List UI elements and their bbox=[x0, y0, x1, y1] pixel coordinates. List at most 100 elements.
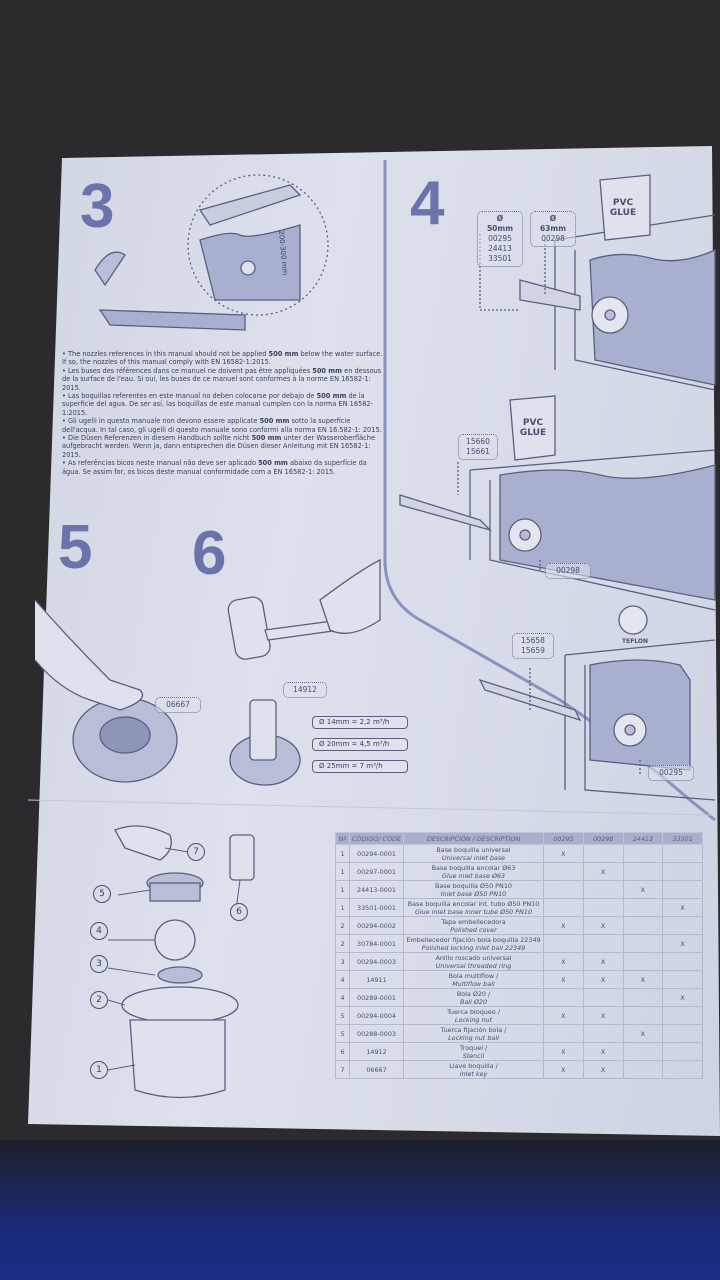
callout-1: 1 bbox=[90, 1061, 108, 1079]
cell-mark bbox=[622, 988, 664, 1007]
desc-es: Tuerca fijación bola / bbox=[440, 1025, 507, 1034]
desc-es: Base boquilla universal bbox=[436, 845, 511, 854]
desc-en: Ball Ø20 bbox=[459, 997, 488, 1006]
tag-code: 15661 bbox=[466, 447, 490, 456]
tag-code: 00295 bbox=[488, 234, 512, 243]
flow-rate-14mm: Ø 14mm = 2,2 m³/h bbox=[312, 716, 408, 729]
tag-00295: 00295 bbox=[648, 765, 694, 781]
cell-mark bbox=[662, 1006, 703, 1025]
desc-en: Polished cover bbox=[450, 925, 497, 934]
cell-mark bbox=[662, 1060, 703, 1079]
col-header: 24413 bbox=[622, 832, 664, 845]
step-5-number: 5 bbox=[58, 513, 93, 582]
desc-es: Base boquilla encolar Ø63 bbox=[431, 863, 516, 872]
flow-rate-20mm: Ø 20mm = 4,5 m³/h bbox=[312, 738, 408, 751]
cell-mark: X bbox=[622, 970, 664, 989]
note-it: • Gli ugelli in questo manuale non devon… bbox=[62, 417, 382, 434]
desc-es: Base boquilla Ø50 PN10 bbox=[435, 881, 512, 890]
cell-qty: 2 bbox=[335, 934, 350, 953]
cell-mark bbox=[662, 844, 703, 863]
cell-code: 00294-0003 bbox=[349, 952, 404, 971]
cell-code: 14912 bbox=[349, 1042, 404, 1061]
cell-mark bbox=[622, 1060, 664, 1079]
callout-4: 4 bbox=[90, 922, 108, 940]
cell-mark bbox=[622, 862, 664, 881]
desc-en: Multiflow ball bbox=[452, 979, 495, 988]
cell-mark: X bbox=[543, 916, 584, 935]
desc-es: Anillo roscado universal bbox=[435, 953, 512, 962]
cell-qty: 1 bbox=[335, 898, 350, 917]
teflon-label: TEFLON bbox=[622, 638, 649, 645]
pvc-glue-label: PVC GLUE bbox=[609, 198, 637, 218]
cell-description: Tuerca bloqueo /Locking nut bbox=[403, 1006, 544, 1025]
tag-15658: 15658 15659 bbox=[512, 633, 554, 659]
tag-code: 24413 bbox=[488, 244, 512, 253]
tag-title: Ø 63mm bbox=[539, 214, 567, 233]
tag-code: 15658 bbox=[521, 636, 545, 645]
cell-mark: X bbox=[622, 1024, 664, 1043]
cell-code: 00294-0004 bbox=[349, 1006, 404, 1025]
cell-description: Base boquilla encolar int. tubo Ø50 PN10… bbox=[403, 898, 544, 917]
col-header: Nº bbox=[335, 832, 350, 845]
col-header: 00295 bbox=[543, 832, 584, 845]
step-3-number: 3 bbox=[80, 172, 115, 241]
tag-code: 15659 bbox=[521, 646, 545, 655]
tag-63mm: Ø 63mm 00298 bbox=[530, 211, 576, 247]
cell-mark bbox=[662, 862, 703, 881]
tag-15660: 15660 15661 bbox=[458, 434, 498, 460]
desc-en: Polished locking inlet ball 22349 bbox=[421, 943, 526, 952]
cell-qty: 4 bbox=[335, 988, 350, 1007]
cell-mark: X bbox=[543, 952, 584, 971]
cell-code: 00288-0003 bbox=[349, 1024, 404, 1043]
callout-2: 2 bbox=[90, 991, 108, 1009]
col-header: 00298 bbox=[582, 832, 624, 845]
note-en: • The nozzles references in this manual … bbox=[62, 350, 383, 367]
cell-description: Llave boquilla /Inlet key bbox=[403, 1060, 544, 1079]
cell-mark bbox=[622, 844, 664, 863]
cell-mark bbox=[662, 970, 703, 989]
cell-description: Embellecedor fijación bola boquilla 2234… bbox=[403, 934, 544, 953]
desc-en: Inlet base Ø50 PN10 bbox=[440, 889, 507, 898]
cell-code: 14911 bbox=[349, 970, 404, 989]
cell-mark bbox=[622, 1006, 664, 1025]
cell-mark: X bbox=[543, 1060, 584, 1079]
desc-en: Stencil bbox=[462, 1051, 485, 1060]
cell-mark bbox=[543, 1024, 584, 1043]
cell-qty: 3 bbox=[335, 952, 350, 971]
cell-code: 30784-0001 bbox=[349, 934, 404, 953]
desc-en: Locking nut bbox=[454, 1015, 493, 1024]
cell-mark bbox=[662, 1024, 703, 1043]
cell-description: Bola multiflow /Multiflow ball bbox=[403, 970, 544, 989]
cell-code: 00289-0001 bbox=[349, 988, 404, 1007]
cell-qty: 6 bbox=[335, 1042, 350, 1061]
cell-code: 33501-0001 bbox=[349, 898, 404, 917]
tag-title: Ø 50mm bbox=[486, 214, 514, 233]
table-header: Nº CÓDIGO/ CODE DESCRIPCIÓN / DESCRIPTIO… bbox=[335, 832, 703, 845]
col-header: DESCRIPCIÓN / DESCRIPTION bbox=[403, 832, 544, 845]
cell-code: 24413-0001 bbox=[349, 880, 404, 899]
tag-code: 15660 bbox=[466, 437, 490, 446]
desc-es: Embellecedor fijación bola boquilla 2234… bbox=[406, 935, 541, 944]
cell-qty: 1 bbox=[335, 844, 350, 863]
cell-mark bbox=[543, 898, 584, 917]
desc-en: Locking nut ball bbox=[448, 1033, 499, 1042]
cell-code: 00294-0001 bbox=[349, 844, 404, 863]
note-de: • Die Düsen Referenzen in diesem Handbuc… bbox=[62, 434, 376, 459]
tag-00298: 00298 bbox=[545, 563, 591, 579]
parts-table: Nº CÓDIGO/ CODE DESCRIPCIÓN / DESCRIPTIO… bbox=[335, 832, 703, 1079]
key-code-tag: 06667 bbox=[155, 697, 201, 713]
desc-es: Bola multiflow / bbox=[448, 971, 499, 980]
cell-mark: X bbox=[662, 898, 703, 917]
cell-qty: 2 bbox=[335, 916, 350, 935]
step-4-number: 4 bbox=[410, 169, 445, 238]
